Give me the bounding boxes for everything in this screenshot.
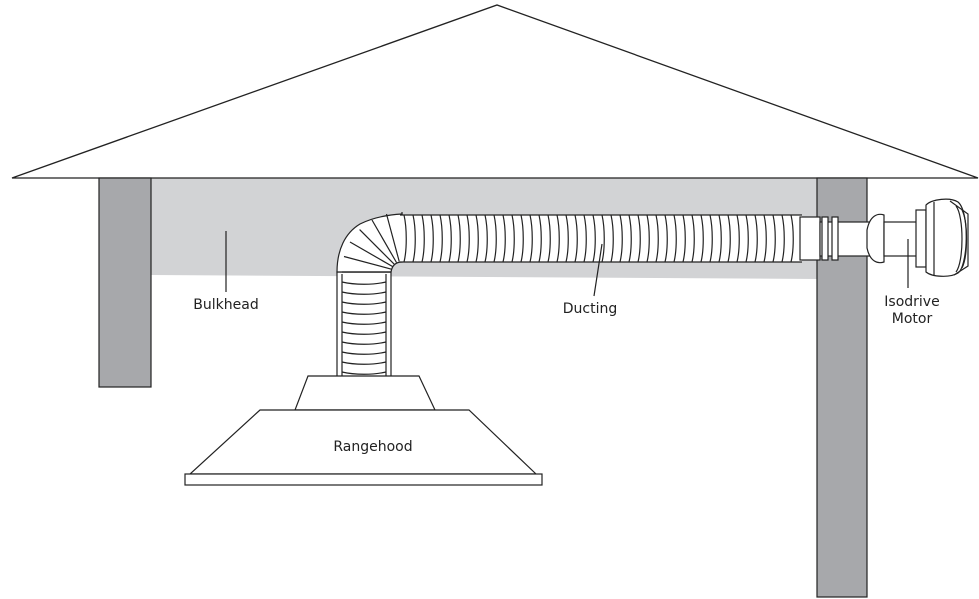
duct-rib (341, 371, 387, 375)
duct-rib (511, 214, 515, 263)
duct-rib (781, 214, 785, 263)
duct-rib (475, 214, 479, 263)
duct-rib (457, 214, 461, 263)
duct-rib (448, 214, 452, 263)
duct-rib (673, 214, 677, 263)
bulkhead-label: Bulkhead (193, 297, 258, 313)
duct-rib (754, 214, 758, 263)
duct-rib (655, 214, 659, 263)
elbow-rib (359, 229, 395, 265)
duct-rib (556, 214, 560, 263)
duct-rib (601, 214, 605, 263)
duct-rib (412, 214, 416, 263)
duct-rib (529, 214, 533, 263)
duct-rib (341, 351, 387, 355)
duct-rib (718, 214, 722, 263)
duct-rib (403, 214, 407, 263)
duct-rib (637, 214, 641, 263)
duct-rib (619, 214, 623, 263)
duct-elbow (336, 212, 403, 273)
rangehood (184, 375, 543, 486)
duct-rib (763, 214, 767, 263)
duct-rib (341, 301, 387, 305)
duct-rib (421, 214, 425, 263)
duct-rib (484, 214, 488, 263)
duct-rib (341, 311, 387, 315)
duct-rib (709, 214, 713, 263)
ducting-label: Ducting (563, 301, 618, 317)
isodrive-motor (866, 198, 969, 277)
duct-rib (745, 214, 749, 263)
duct-rib (341, 361, 387, 365)
duct-rib (574, 214, 578, 263)
duct-rib (736, 214, 740, 263)
roof (11, 4, 979, 179)
duct-rib (691, 214, 695, 263)
duct-rib (592, 214, 596, 263)
duct-rib (341, 291, 387, 295)
duct-rib (700, 214, 704, 263)
motor-label-line1: Isodrive (884, 294, 939, 310)
duct-rib (610, 214, 614, 263)
duct-rib (682, 214, 686, 263)
motor-label-line2: Motor (892, 311, 933, 327)
duct-rib (664, 214, 668, 263)
vertical-duct (336, 271, 392, 379)
duct-rib (341, 281, 387, 285)
rangehood-label: Rangehood (333, 439, 412, 455)
duct-rib (790, 214, 794, 263)
duct-rib (538, 214, 542, 263)
duct-rib (646, 214, 650, 263)
left-wall (98, 177, 152, 388)
duct-rib (439, 214, 443, 263)
duct-rib (547, 214, 551, 263)
elbow-rib (349, 241, 393, 268)
horizontal-duct (400, 214, 821, 263)
duct-rib (565, 214, 569, 263)
duct-rib (727, 214, 731, 263)
duct-rib (772, 214, 776, 263)
elbow-rib (343, 255, 392, 270)
duct-rib (341, 331, 387, 335)
duct-rib (502, 214, 506, 263)
duct-rib (430, 214, 434, 263)
duct-rib (341, 341, 387, 345)
duct-rib (466, 214, 470, 263)
duct-rib (583, 214, 587, 263)
elbow-rib (385, 213, 400, 262)
duct-rib (493, 214, 497, 263)
duct-rib (520, 214, 524, 263)
duct-rib (341, 321, 387, 325)
ducting-leader (593, 243, 603, 297)
duct-rib (628, 214, 632, 263)
elbow-rib (371, 219, 398, 263)
